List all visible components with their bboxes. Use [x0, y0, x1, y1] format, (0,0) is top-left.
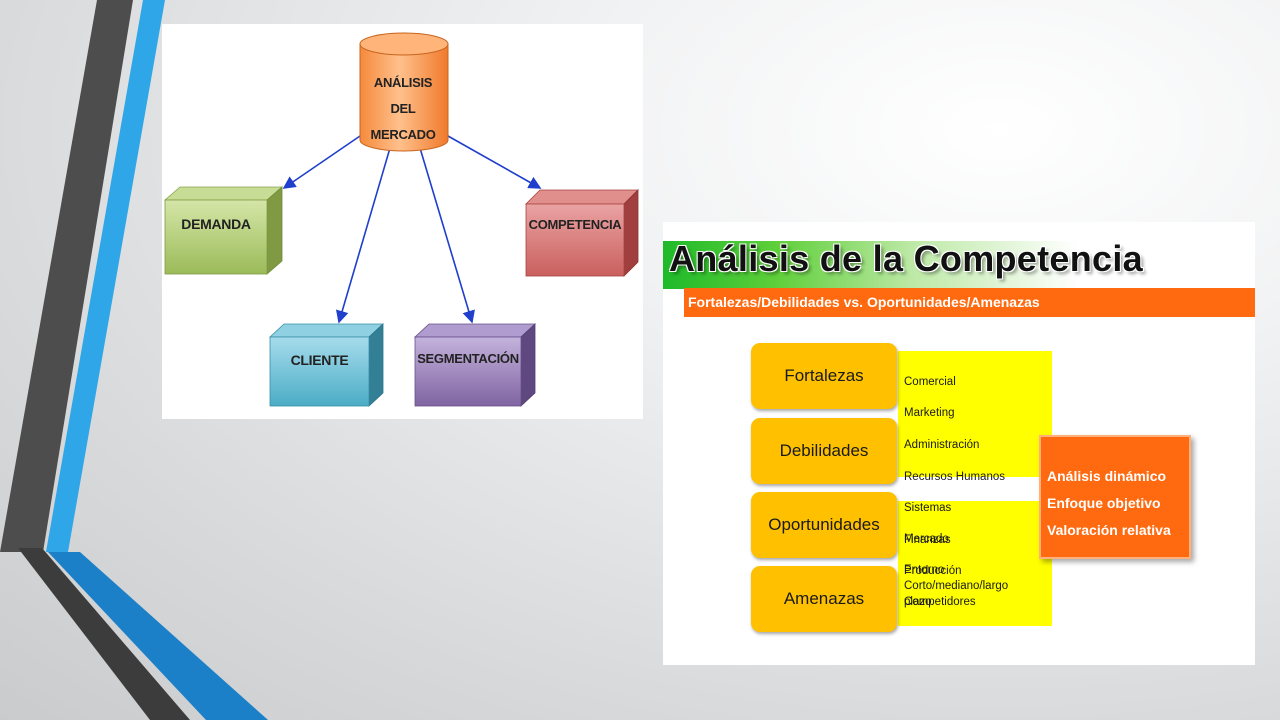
- frame-stroke-blue-lower: [48, 552, 268, 720]
- list-item: Finanzas: [904, 533, 951, 546]
- summary-line: Valoración relativa: [1047, 522, 1171, 538]
- competition-title: Análisis de la Competencia: [669, 238, 1143, 279]
- box-competencia: [525, 189, 639, 277]
- list-item: Competidores: [904, 595, 976, 608]
- center-node-label: ANÁLISIS DEL MERCADO: [360, 70, 446, 148]
- box-segmentacion: [413, 323, 537, 407]
- competition-analysis-panel: Análisis de la Competencia Fortalezas/De…: [663, 222, 1255, 665]
- list-item: Administración: [904, 438, 980, 451]
- list-item: Comercial: [904, 375, 956, 388]
- internal-factors-list: Comercial Marketing Administración Recur…: [904, 359, 1005, 596]
- list-item: Mercado: [904, 532, 949, 545]
- market-analysis-diagram: ANÁLISIS DEL MERCADO DEMANDA CLIENTE SEG…: [162, 24, 643, 419]
- arrow-to-demanda: [282, 135, 361, 189]
- box-cliente: [268, 323, 385, 407]
- arrow-to-segmentacion: [419, 147, 475, 324]
- frame-stroke-dark-lower: [18, 548, 190, 720]
- frame-stroke-dark: [0, 0, 133, 552]
- summary-line: Enfoque objetivo: [1047, 495, 1161, 511]
- swot-box-debilidades: Debilidades: [751, 418, 897, 484]
- diagram-graphics: [163, 32, 639, 407]
- external-factors-panel: [898, 501, 1052, 626]
- center-cylinder: [359, 32, 449, 152]
- node-label-cliente: CLIENTE: [290, 352, 349, 368]
- competition-subtitle: Fortalezas/Debilidades vs. Oportunidades…: [684, 288, 1255, 317]
- list-item: Sistemas: [904, 502, 952, 515]
- list-item: Marketing: [904, 407, 955, 420]
- title-gradient-band: [663, 241, 1183, 289]
- summary-line: Análisis dinámico: [1047, 468, 1167, 484]
- swot-box-amenazas: Amenazas: [751, 566, 897, 632]
- box-demanda: [163, 186, 284, 275]
- list-item: Producción: [904, 565, 962, 578]
- time-horizon-text: Corto/mediano/largo plazo: [904, 580, 1009, 608]
- node-label-segmentacion: SEGMENTACIÓN: [417, 351, 519, 366]
- list-item: Entorno: [904, 564, 945, 577]
- external-factors-list: Mercado Entorno Competidores: [904, 516, 976, 627]
- internal-factors-panel: [898, 351, 1052, 477]
- arrow-to-cliente: [336, 147, 391, 324]
- center-label-line-1: ANÁLISIS DEL: [373, 75, 433, 116]
- swot-box-fortalezas: Fortalezas: [751, 343, 897, 409]
- node-label-competencia: COMPETENCIA: [528, 217, 622, 232]
- summary-box: Análisis dinámico Enfoque objetivo Valor…: [1039, 435, 1191, 559]
- swot-box-oportunidades: Oportunidades: [751, 492, 897, 558]
- frame-stroke-blue: [46, 0, 165, 552]
- node-label-demanda: DEMANDA: [181, 216, 251, 232]
- arrow-to-competencia: [447, 135, 542, 189]
- list-item: Recursos Humanos: [904, 470, 1005, 483]
- center-label-line-2: MERCADO: [370, 127, 436, 142]
